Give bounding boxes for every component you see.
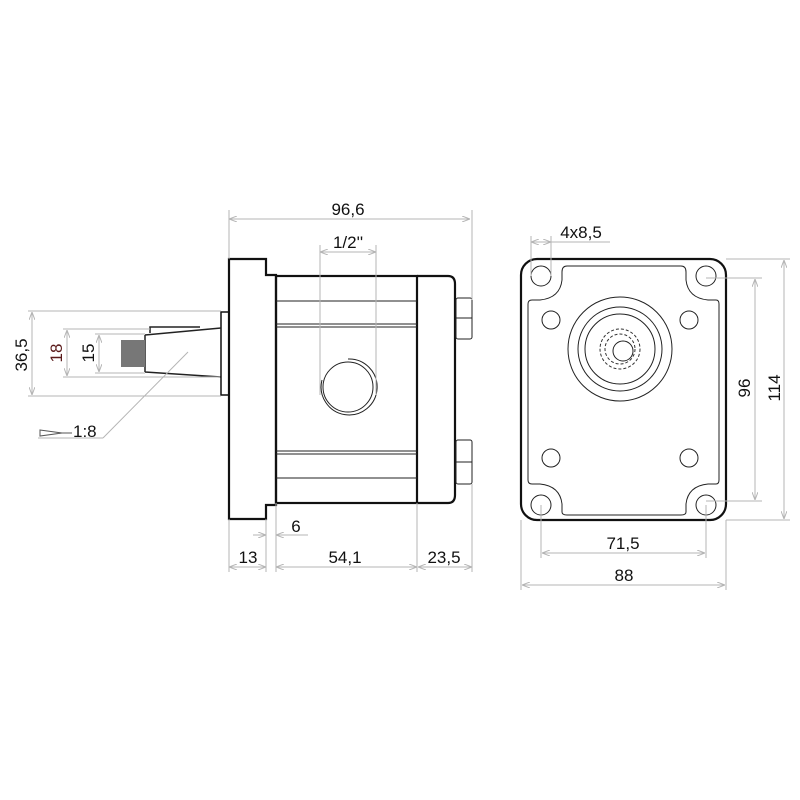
rear-cover xyxy=(417,274,457,505)
shaft-boss xyxy=(567,296,673,402)
mounting-flange xyxy=(227,257,278,521)
dim-cover-length: 23,5 xyxy=(427,548,460,567)
mounting-hole xyxy=(695,265,717,287)
pump-body xyxy=(274,274,419,505)
tapered-shaft xyxy=(144,326,222,378)
dim-holes: 4x8,5 xyxy=(560,223,602,242)
dim-pilot-diameter: 36,5 xyxy=(12,338,31,371)
dim-flange-step: 6 xyxy=(291,517,300,536)
dim-taper-small: 15 xyxy=(79,344,98,363)
side-view: 96,6 1/2'' 36,5 18 15 1:8 6 13 54,1 23,5 xyxy=(12,200,473,572)
front-view: 4x8,5 96 114 71,5 88 xyxy=(519,223,790,590)
bolt-hole xyxy=(679,310,699,330)
dim-taper-large: 18 xyxy=(47,344,66,363)
bolt-head-top xyxy=(455,297,473,340)
dim-width: 88 xyxy=(615,566,634,585)
dim-port-size: 1/2'' xyxy=(333,233,363,252)
flange-face-outline xyxy=(527,265,720,516)
shaft-pilot xyxy=(220,311,230,396)
taper-symbol-icon xyxy=(39,429,72,437)
bolt-hole xyxy=(541,310,561,330)
shaft-thread xyxy=(121,340,145,367)
mounting-hole xyxy=(530,265,552,287)
dim-flange-thickness: 13 xyxy=(239,548,258,567)
flange-outline xyxy=(519,257,728,522)
bolt-head-bottom xyxy=(455,439,473,485)
dim-hole-spacing-vertical: 96 xyxy=(735,379,754,398)
dim-hole-spacing-horizontal: 71,5 xyxy=(606,534,639,553)
dim-height: 114 xyxy=(765,374,784,401)
bolt-hole xyxy=(679,448,699,468)
bolt-hole xyxy=(541,448,561,468)
dim-overall-length: 96,6 xyxy=(331,200,364,219)
dim-taper-ratio: 1:8 xyxy=(73,422,97,441)
dim-body-length: 54,1 xyxy=(328,548,361,567)
shaft-hidden-lines xyxy=(599,328,641,370)
port-circle xyxy=(322,361,374,413)
